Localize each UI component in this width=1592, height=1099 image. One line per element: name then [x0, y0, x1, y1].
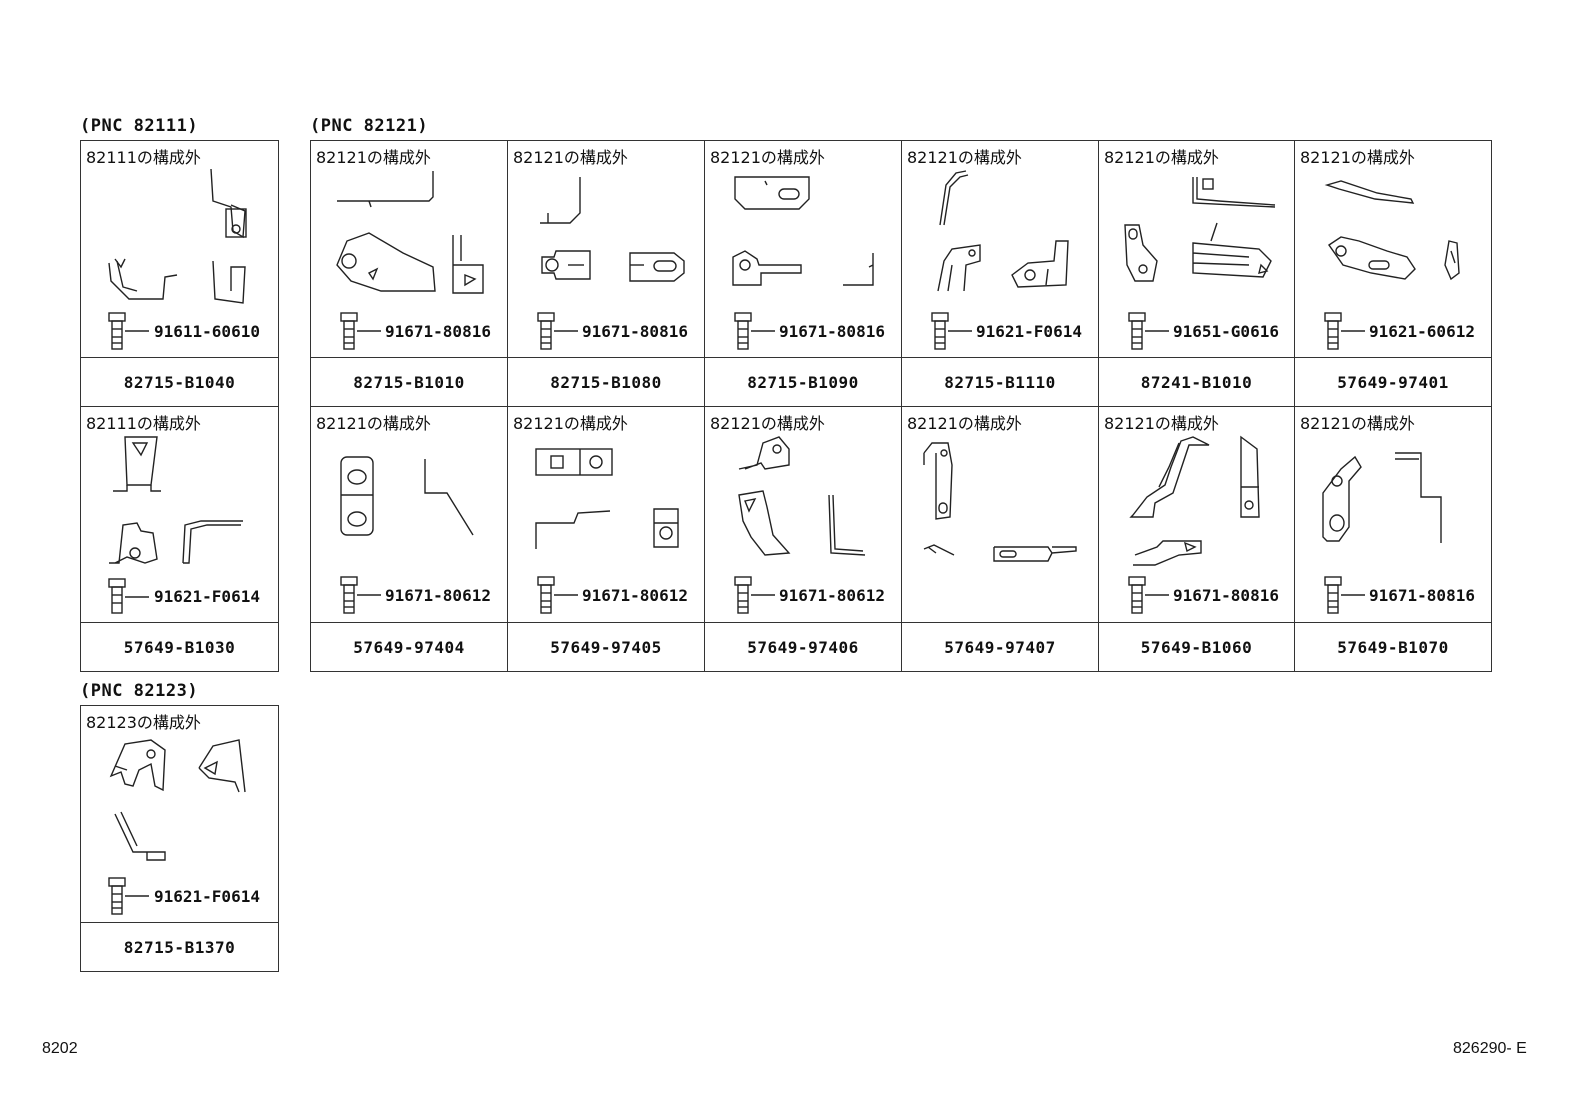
group-label-82111: (PNC 82111)	[80, 116, 199, 136]
bracket-illustration	[738, 436, 866, 556]
bolt-icon	[537, 576, 578, 614]
part-cell-82715-B1040[interactable]: 82111の構成外 91611-60610	[80, 140, 279, 358]
exclusion-note: 82121の構成外	[907, 148, 1022, 167]
part-cell-57649-97405[interactable]: 82121の構成外 91671-80612	[507, 407, 705, 623]
bracket-illustration	[1124, 177, 1276, 282]
part-cell-57649-B1030[interactable]: 82111の構成外 91621-F0614	[80, 407, 279, 623]
exclusion-note: 82121の構成外	[1104, 414, 1219, 433]
group-label-82121: (PNC 82121)	[310, 116, 429, 136]
footer-right-code: 826290- E	[1453, 1040, 1527, 1057]
bolt-part-number: 91621-F0614	[154, 587, 260, 606]
bracket-illustration	[336, 171, 484, 294]
bolt-icon	[340, 576, 381, 614]
bolt-part-number: 91671-80612	[779, 586, 885, 605]
part-number-label: 82715-B1090	[704, 358, 902, 407]
bolt-part-number: 91621-F0614	[154, 887, 260, 906]
part-cell-57649-97407[interactable]: 82121の構成外	[901, 407, 1099, 623]
bolt-icon	[931, 312, 972, 350]
bolt-part-number: 91671-80816	[385, 322, 491, 341]
exclusion-note: 82121の構成外	[316, 148, 431, 167]
bracket-illustration	[540, 177, 685, 282]
bracket-illustration	[108, 168, 247, 304]
bolt-icon	[108, 877, 149, 915]
bracket-illustration	[340, 456, 474, 536]
part-number-label: 82715-B1010	[310, 358, 508, 407]
exclusion-note: 82121の構成外	[1104, 148, 1219, 167]
bolt-part-number: 91671-80816	[1369, 586, 1475, 605]
bracket-illustration	[109, 739, 246, 861]
part-cell-82715-B1110[interactable]: 82121の構成外 91621-F0614	[901, 140, 1099, 358]
bracket-illustration	[109, 436, 243, 564]
bolt-icon	[734, 576, 775, 614]
exclusion-note: 82121の構成外	[710, 414, 825, 433]
bracket-illustration	[732, 176, 874, 286]
exclusion-note: 82121の構成外	[710, 148, 825, 167]
part-cell-82715-B1090[interactable]: 82121の構成外 91671-80816	[704, 140, 902, 358]
part-cell-82715-B1370[interactable]: 82123の構成外 91621-F0614	[80, 705, 279, 923]
bolt-part-number: 91611-60610	[154, 322, 260, 341]
exclusion-note: 82121の構成外	[316, 414, 431, 433]
bolt-icon	[340, 312, 381, 350]
part-cell-82715-B1080[interactable]: 82121の構成外 91671-80816	[507, 140, 705, 358]
bracket-illustration	[937, 170, 1069, 292]
part-number-label: 57649-97404	[310, 623, 508, 672]
bolt-icon	[1128, 576, 1169, 614]
part-number-label: 82715-B1370	[80, 923, 279, 972]
bracket-illustration	[535, 448, 679, 549]
bolt-part-number: 91651-G0616	[1173, 322, 1279, 341]
group-label-82123: (PNC 82123)	[80, 681, 199, 701]
exclusion-note: 82111の構成外	[86, 414, 201, 433]
bolt-part-number: 91621-F0614	[976, 322, 1082, 341]
part-cell-57649-97404[interactable]: 82121の構成外 91671-80612	[310, 407, 508, 623]
part-cell-57649-97401[interactable]: 82121の構成外 91621-60612	[1294, 140, 1492, 358]
part-cell-82715-B1010[interactable]: 82121の構成外 91671-80816	[310, 140, 508, 358]
part-number-label: 57649-97405	[507, 623, 705, 672]
bracket-illustration	[923, 442, 1077, 562]
exclusion-note: 82121の構成外	[907, 414, 1022, 433]
part-cell-57649-97406[interactable]: 82121の構成外 91671-80612	[704, 407, 902, 623]
bolt-part-number: 91671-80612	[385, 586, 491, 605]
part-number-label: 87241-B1010	[1098, 358, 1295, 407]
part-number-label: 57649-97406	[704, 623, 902, 672]
part-number-label: 57649-B1060	[1098, 623, 1295, 672]
bolt-icon	[108, 578, 149, 614]
bracket-illustration	[1129, 435, 1260, 566]
bolt-part-number: 91671-80816	[1173, 586, 1279, 605]
bolt-part-number: 91621-60612	[1369, 322, 1475, 341]
bracket-illustration	[1322, 452, 1442, 543]
part-number-label: 82715-B1080	[507, 358, 705, 407]
bolt-icon	[108, 312, 149, 350]
part-number-label: 57649-B1070	[1294, 623, 1492, 672]
exclusion-note: 82111の構成外	[86, 148, 201, 167]
part-cell-57649-B1070[interactable]: 82121の構成外 91671-80816	[1294, 407, 1492, 623]
part-number-label: 57649-97407	[901, 623, 1099, 672]
bolt-part-number: 91671-80816	[582, 322, 688, 341]
exclusion-note: 82121の構成外	[1300, 148, 1415, 167]
bolt-icon	[1324, 312, 1365, 350]
part-cell-87241-B1010[interactable]: 82121の構成外 91651-G0616	[1098, 140, 1295, 358]
bolt-part-number: 91671-80816	[779, 322, 885, 341]
part-number-label: 82715-B1040	[80, 358, 279, 407]
exclusion-note: 82121の構成外	[1300, 414, 1415, 433]
exclusion-note: 82121の構成外	[513, 148, 628, 167]
exclusion-note: 82123の構成外	[86, 713, 201, 732]
part-cell-57649-B1060[interactable]: 82121の構成外 91671-80816	[1098, 407, 1295, 623]
part-number-label: 57649-B1030	[80, 623, 279, 672]
footer-left-code: 8202	[42, 1040, 78, 1057]
exclusion-note: 82121の構成外	[513, 414, 628, 433]
bracket-illustration	[1324, 180, 1460, 281]
bolt-icon	[537, 312, 578, 350]
bolt-icon	[1128, 312, 1169, 350]
part-number-label: 57649-97401	[1294, 358, 1492, 407]
bolt-part-number: 91671-80612	[582, 586, 688, 605]
bolt-icon	[734, 312, 775, 350]
part-number-label: 82715-B1110	[901, 358, 1099, 407]
bolt-icon	[1324, 576, 1365, 614]
